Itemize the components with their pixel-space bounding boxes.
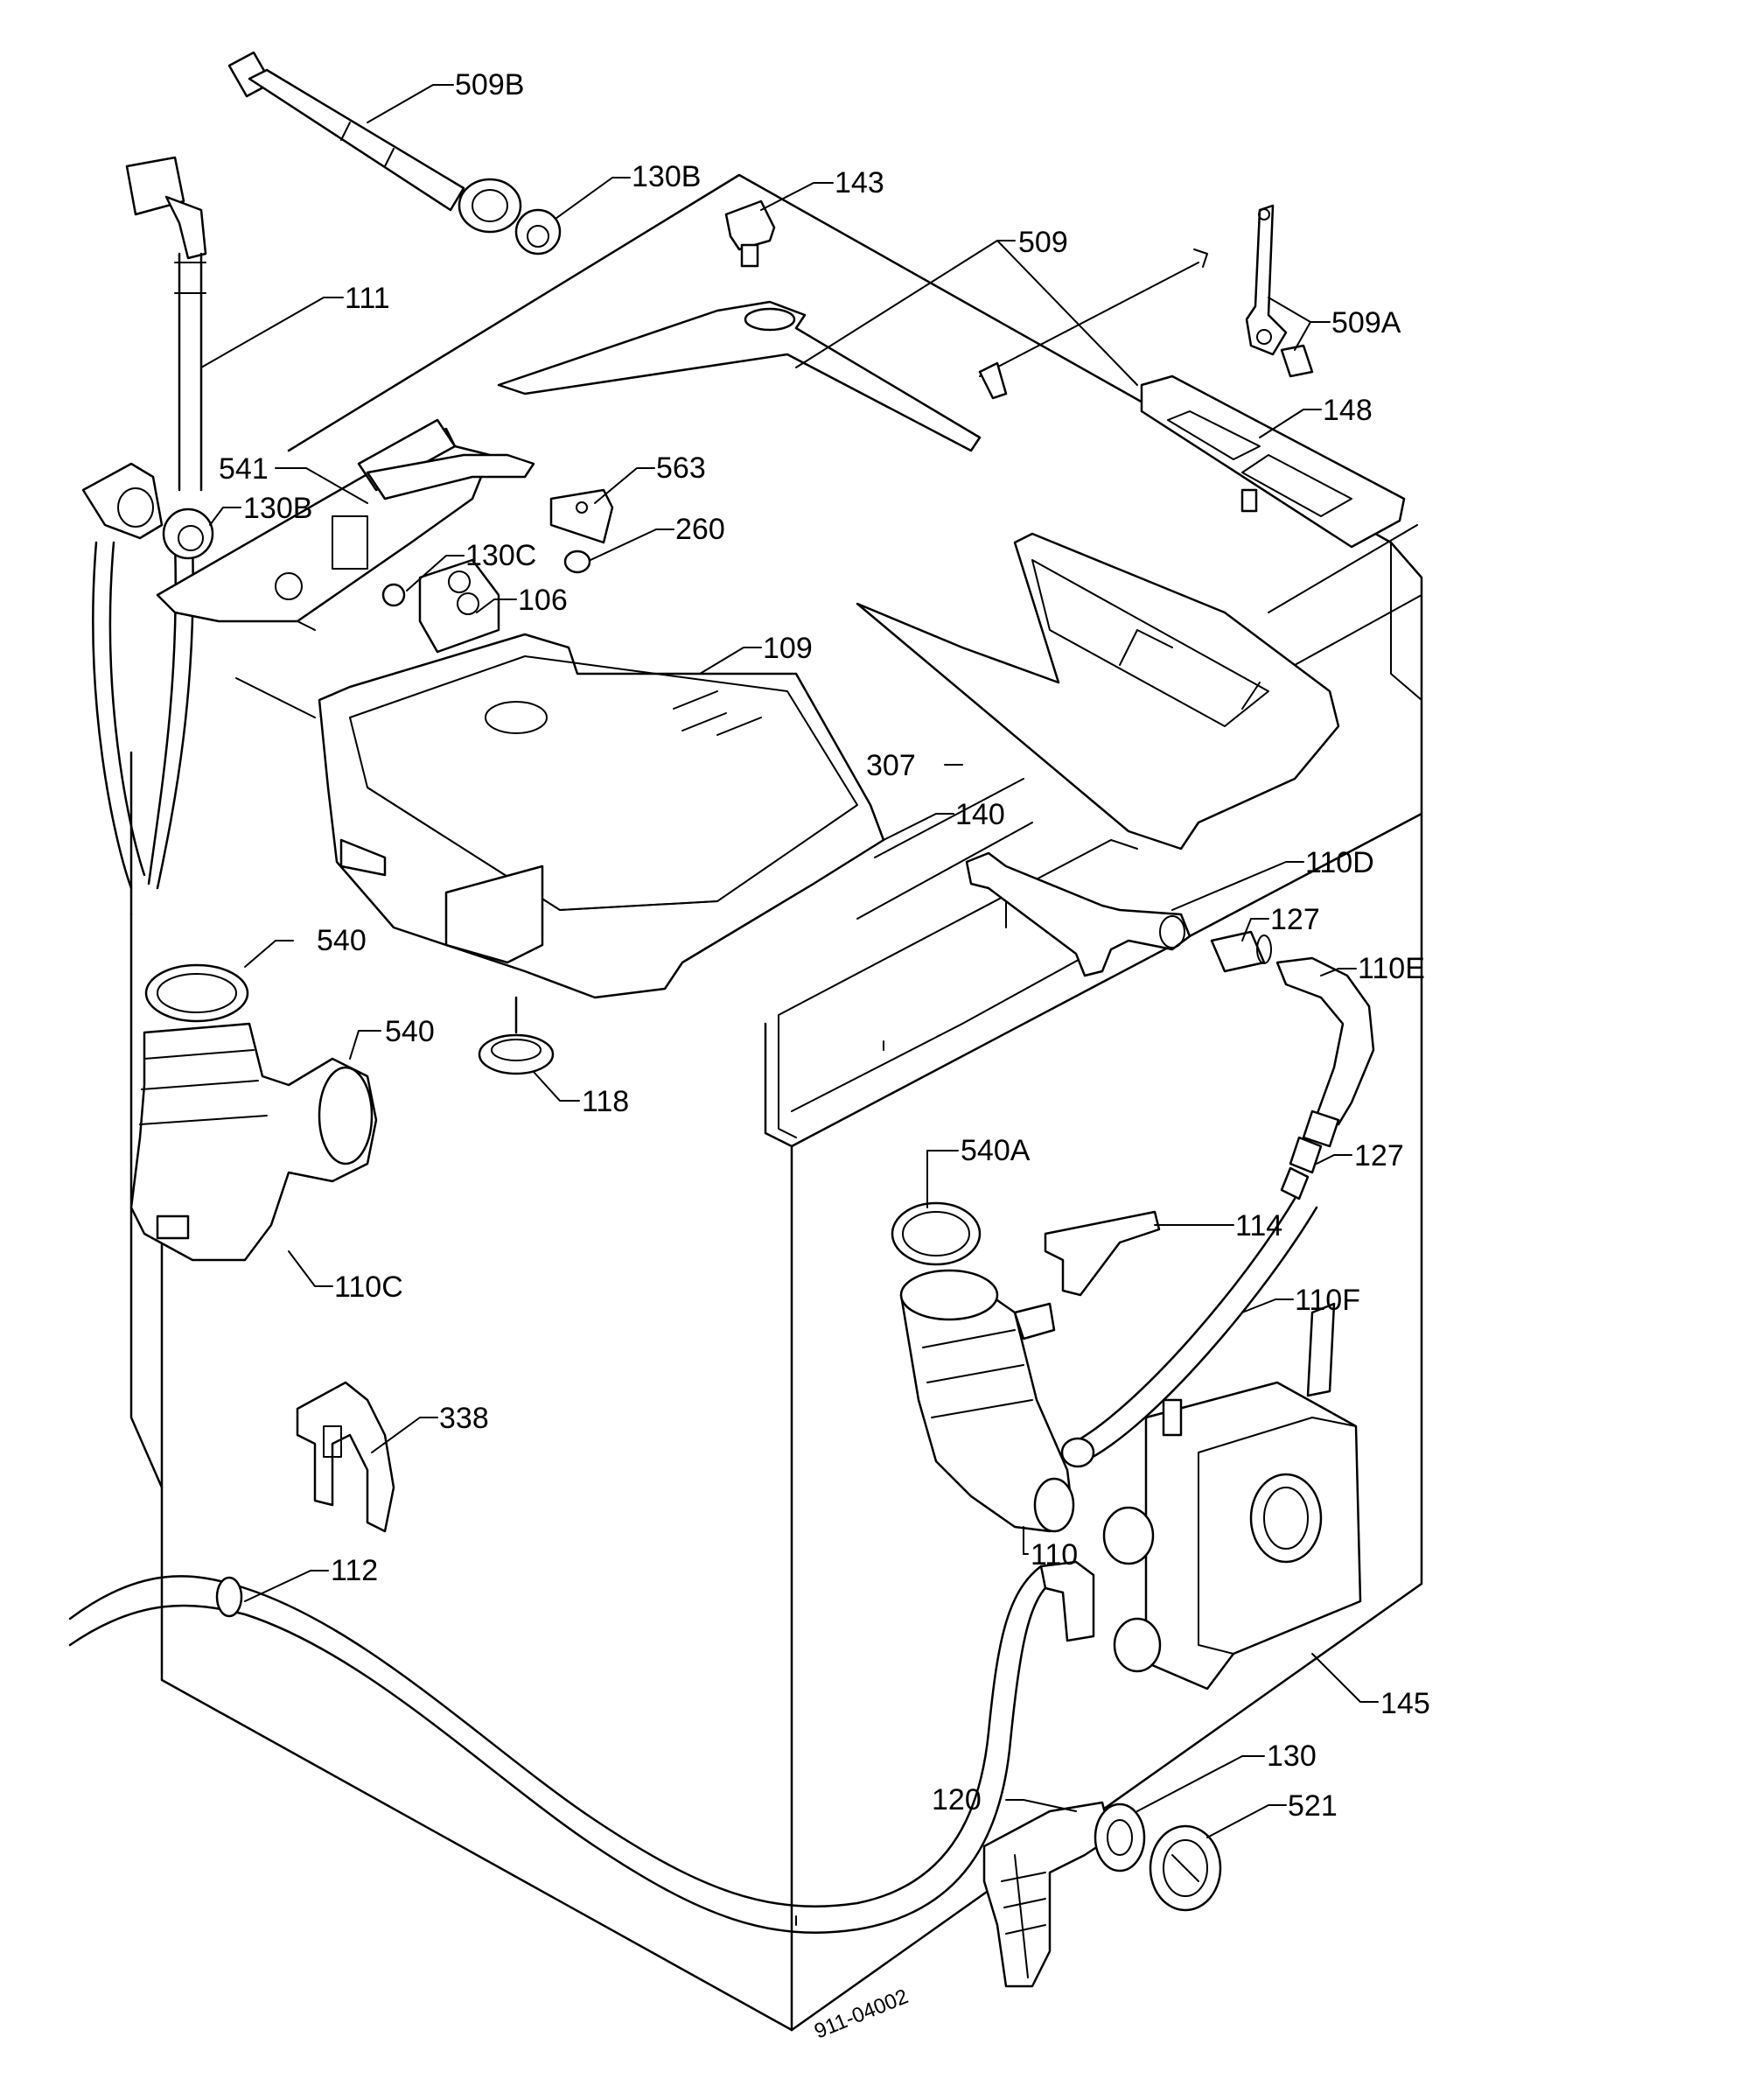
callout-110f: 110F xyxy=(1295,1284,1360,1317)
callout-127-a: 127 xyxy=(1270,903,1320,936)
callout-114: 114 xyxy=(1235,1209,1282,1242)
callout-111: 111 xyxy=(345,282,390,315)
part-127-clamp-b xyxy=(1280,1136,1323,1200)
callout-110: 110 xyxy=(1031,1538,1078,1572)
callout-110c: 110C xyxy=(334,1270,403,1304)
part-143-knob xyxy=(724,200,776,268)
part-130c-fitting xyxy=(381,583,406,607)
part-114-bracket xyxy=(1044,1210,1161,1297)
callout-130: 130 xyxy=(1267,1740,1317,1773)
callout-509b: 509B xyxy=(455,68,524,102)
callout-110e: 110E xyxy=(1358,952,1425,985)
callout-112: 112 xyxy=(331,1554,378,1587)
callout-130b-mid: 130B xyxy=(243,492,312,525)
part-112-drain-hose xyxy=(68,1560,1095,1934)
callout-labels: 509B 130B 143 509 509A 111 148 541 130B … xyxy=(219,68,1430,2044)
part-260-washer xyxy=(563,550,591,574)
part-127-clamp-a xyxy=(1210,930,1272,973)
part-148-handle xyxy=(1140,374,1406,549)
callout-509a: 509A xyxy=(1331,306,1401,340)
part-120-filter xyxy=(982,1801,1113,1988)
part-130b-nut-mid xyxy=(162,508,214,560)
part-110f-hose xyxy=(1060,1197,1318,1468)
part-111-hose xyxy=(125,156,207,492)
callout-338: 338 xyxy=(439,1402,489,1435)
part-509b-inlet-hose xyxy=(227,51,522,234)
callout-130b-top: 130B xyxy=(632,160,701,193)
part-541-bracket xyxy=(156,418,535,623)
callout-127-b: 127 xyxy=(1354,1139,1404,1172)
part-130-nut xyxy=(1094,1802,1146,1872)
part-540a-clamp xyxy=(891,1201,982,1266)
callout-540a: 540A xyxy=(961,1134,1031,1167)
part-509a-link xyxy=(1245,204,1314,378)
callout-541: 541 xyxy=(219,452,269,486)
callout-140: 140 xyxy=(955,798,1005,831)
callout-521: 521 xyxy=(1288,1789,1338,1823)
part-130b-nut-top xyxy=(514,208,562,256)
callout-145: 145 xyxy=(1380,1687,1430,1720)
part-145-pump xyxy=(1102,1302,1362,1690)
part-110c-bellows xyxy=(129,1022,378,1262)
part-307-drawer xyxy=(856,532,1340,850)
callout-118: 118 xyxy=(582,1085,629,1118)
callout-509: 509 xyxy=(1018,226,1068,259)
callout-540-b: 540 xyxy=(385,1015,435,1048)
drawing-code: 911-04002 xyxy=(811,1984,912,2043)
callout-110d: 110D xyxy=(1305,846,1374,879)
callout-130c: 130C xyxy=(465,539,536,572)
callout-540-a: 540 xyxy=(317,924,367,957)
part-110-bellows-hose xyxy=(899,1269,1075,1533)
callout-148: 148 xyxy=(1323,394,1373,427)
part-110d-hose xyxy=(965,851,1191,977)
part-110e-hose xyxy=(1275,956,1375,1148)
part-109-dispenser-housing xyxy=(318,633,885,999)
part-106-valve xyxy=(418,558,500,654)
part-521-cap xyxy=(1149,1824,1222,1912)
part-509-lever-assembly xyxy=(497,248,1208,452)
part-540-clamp-ring xyxy=(144,963,249,1023)
callout-109: 109 xyxy=(763,632,813,665)
callout-143: 143 xyxy=(835,166,884,200)
callout-260: 260 xyxy=(675,513,725,546)
leader-lines xyxy=(200,84,1379,1838)
part-338-clip xyxy=(296,1381,395,1533)
callout-120: 120 xyxy=(932,1783,982,1816)
callout-106: 106 xyxy=(518,584,568,617)
callout-307: 307 xyxy=(866,749,916,782)
part-118-gear xyxy=(478,996,555,1075)
part-563-cover xyxy=(549,488,614,544)
callout-563: 563 xyxy=(656,452,706,485)
